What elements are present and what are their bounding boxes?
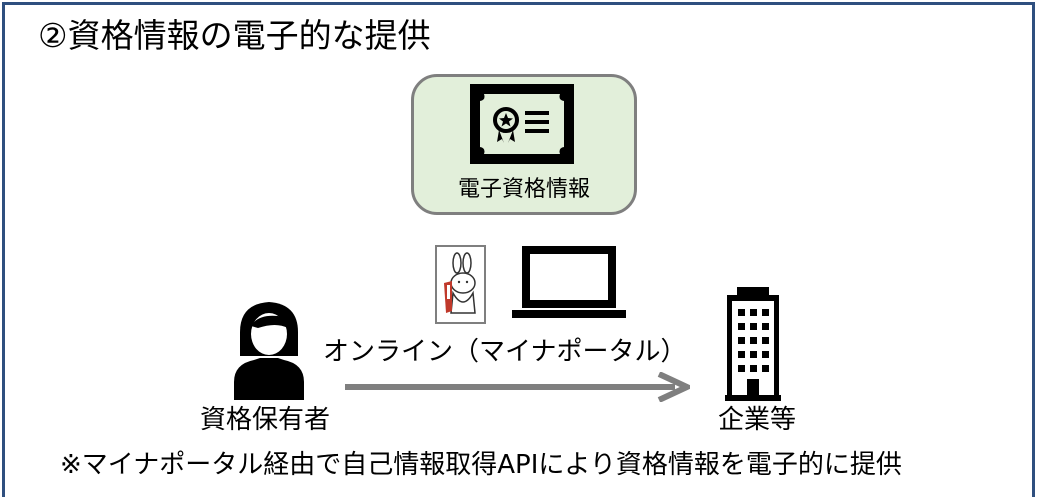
certificate-icon [470,84,574,164]
laptop-icon [512,246,626,318]
footnote: ※マイナポータル経由で自己情報取得APIにより資格情報を電子的に提供 [60,450,902,480]
company-label: 企業等 [718,405,797,435]
person-icon [234,302,304,400]
holder-label: 資格保有者 [200,405,331,435]
arrow-icon [345,372,690,402]
building-icon [725,287,781,401]
certificate-box: 電子資格情報 [411,74,637,215]
certificate-label: 電子資格情報 [457,177,590,202]
channel-label: オンライン（マイナポータル） [323,337,687,367]
mynaportal-mascot-icon [435,245,486,324]
section-title: ②資格情報の電子的な提供 [38,16,431,55]
